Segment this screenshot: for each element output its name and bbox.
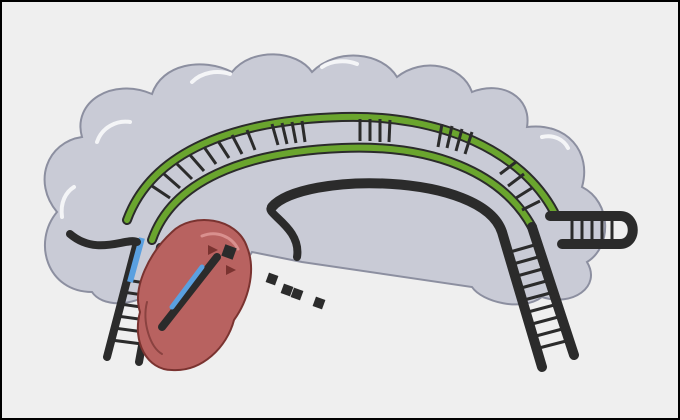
guide-rna-arc-icon: [122, 111, 559, 245]
dna-ladder-right: [267, 178, 579, 372]
cleaved-fragment-icon: [265, 272, 326, 310]
red-protein-blob-icon: [136, 219, 252, 372]
dna-hairpin-right: [545, 211, 638, 249]
cleaved-strand-hook: [266, 203, 302, 261]
